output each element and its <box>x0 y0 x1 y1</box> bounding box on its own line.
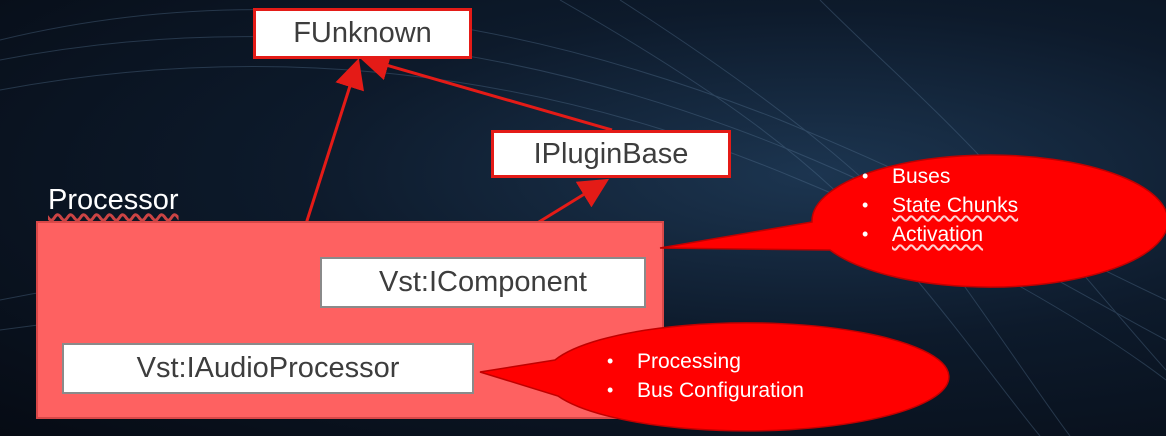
node-iplugin-base-label: IPluginBase <box>533 137 689 170</box>
node-funknown: FUnknown <box>253 8 472 59</box>
node-icomponent-label: Vst:IComponent <box>379 266 587 298</box>
callout-component-item: State Chunks <box>862 191 1018 220</box>
callout-component-item: Buses <box>862 162 1018 191</box>
node-icomponent: Vst:IComponent <box>320 257 646 308</box>
callout-component-list: Buses State Chunks Activation <box>862 162 1018 249</box>
node-funknown-label: FUnknown <box>293 17 432 49</box>
node-iplugin-base: IPluginBase <box>491 130 731 178</box>
callout-component-item: Activation <box>862 220 1018 249</box>
callout-processor-item: Bus Configuration <box>607 376 804 405</box>
callout-processor-item: Processing <box>607 347 804 376</box>
callout-processor-list: Processing Bus Configuration <box>607 347 804 405</box>
node-iaudio-processor-label: Vst:IAudioProcessor <box>136 352 400 384</box>
node-iaudio-processor: Vst:IAudioProcessor <box>62 343 474 394</box>
arrow-iplugin-to-funknown <box>359 51 613 132</box>
processor-group-label: Processor <box>48 184 179 216</box>
